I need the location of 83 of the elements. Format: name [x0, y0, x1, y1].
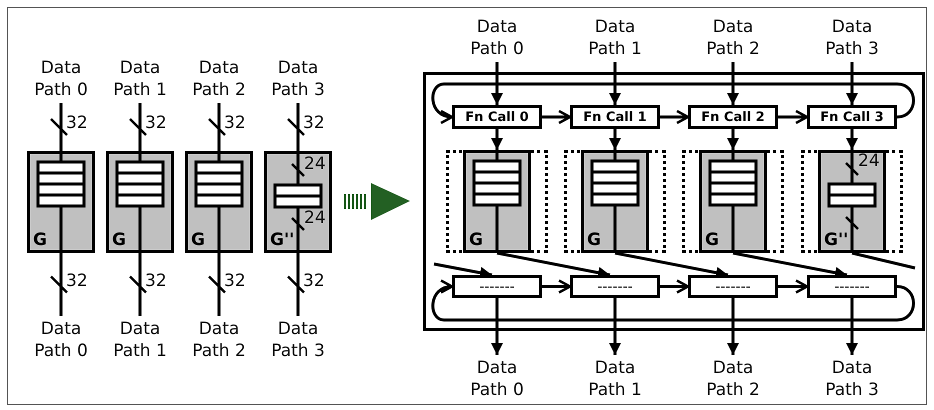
data-path-label: Data Path 1 — [104, 316, 176, 364]
data-path-label: Data Path 3 — [262, 55, 334, 103]
bus-width-label: 24 — [304, 156, 326, 173]
connector-arrow — [778, 110, 808, 124]
register-box: ------- — [807, 275, 897, 298]
connector-arrow — [660, 279, 690, 294]
dotted-box — [564, 150, 666, 253]
block-label: G — [191, 232, 205, 249]
block-label: G'' — [824, 232, 848, 249]
connector-arrow — [846, 298, 858, 355]
bus-width-label: 24 — [304, 210, 326, 227]
block-box — [27, 151, 95, 253]
connector-arrow — [609, 129, 621, 150]
connector-line — [852, 252, 916, 270]
connector-arrow — [660, 110, 690, 124]
connector-line — [218, 103, 220, 151]
block-label: G — [705, 232, 719, 249]
edge-label: 32 — [66, 272, 88, 290]
dotted-box — [682, 150, 784, 253]
block-label: G'' — [270, 232, 294, 249]
edge-label: 32 — [224, 115, 246, 132]
data-path-label: Data Path 2 — [183, 55, 255, 103]
block-box — [463, 150, 531, 253]
dotted-box — [446, 150, 548, 253]
connector-line — [138, 253, 142, 316]
register-box: ------- — [570, 275, 660, 298]
connector-arrow — [491, 129, 503, 150]
data-path-label: Data Path 0 — [25, 55, 97, 103]
connector-arrow — [727, 129, 739, 150]
block-label: G — [112, 232, 126, 249]
connector-arrow — [727, 62, 739, 105]
connector-arrow — [778, 279, 808, 294]
edge-label: 32 — [145, 115, 167, 132]
block-box — [106, 151, 174, 253]
connector-arrow — [542, 110, 572, 124]
bus-width-label: 24 — [858, 153, 880, 170]
data-path-label: Data Path 0 — [25, 316, 97, 364]
connector-arrow — [491, 62, 503, 105]
data-path-label: Data Path 0 — [461, 355, 533, 403]
data-path-label: Data Path 0 — [461, 14, 533, 62]
edge-label: 32 — [224, 272, 246, 290]
block-box — [699, 150, 767, 253]
connector-line — [60, 253, 62, 316]
data-path-label: Data Path 3 — [816, 14, 888, 62]
connector-line — [296, 103, 300, 151]
connector-arrow — [491, 298, 503, 355]
block-label: G — [469, 232, 483, 249]
connector-arrow — [846, 129, 858, 150]
connector-arrow — [609, 298, 621, 355]
data-path-label: Data Path 2 — [697, 14, 769, 62]
data-path-label: Data Path 2 — [183, 316, 255, 364]
data-path-label: Data Path 1 — [579, 14, 651, 62]
connector-line — [138, 103, 142, 151]
connector-arrow — [542, 279, 572, 294]
block-box — [264, 151, 332, 253]
function-call-box: Fn Call 3 — [807, 105, 897, 129]
connector-line — [218, 253, 220, 316]
edge-label: 32 — [66, 115, 88, 132]
dotted-box — [801, 150, 903, 253]
register-box: ------- — [688, 275, 778, 298]
data-path-label: Data Path 1 — [104, 55, 176, 103]
function-call-box: Fn Call 0 — [452, 105, 542, 129]
data-path-label: Data Path 3 — [262, 316, 334, 364]
edge-label: 32 — [303, 115, 325, 132]
function-call-box: Fn Call 2 — [688, 105, 778, 129]
data-path-label: Data Path 2 — [697, 355, 769, 403]
block-label: G — [587, 232, 601, 249]
edge-label: 32 — [145, 272, 167, 290]
module-box — [423, 72, 925, 331]
block-box — [581, 150, 649, 253]
block-label: G — [33, 232, 47, 249]
connector-arrow — [609, 62, 621, 105]
block-box — [185, 151, 253, 253]
block-box — [818, 150, 886, 253]
data-path-label: Data Path 3 — [816, 355, 888, 403]
connector-line — [60, 103, 62, 151]
data-path-label: Data Path 1 — [579, 355, 651, 403]
connector-arrow — [846, 62, 858, 105]
edge-label: 32 — [303, 272, 325, 290]
register-box: ------- — [452, 275, 542, 298]
connector-line — [296, 253, 300, 316]
connector-arrow — [727, 298, 739, 355]
function-call-box: Fn Call 1 — [570, 105, 660, 129]
